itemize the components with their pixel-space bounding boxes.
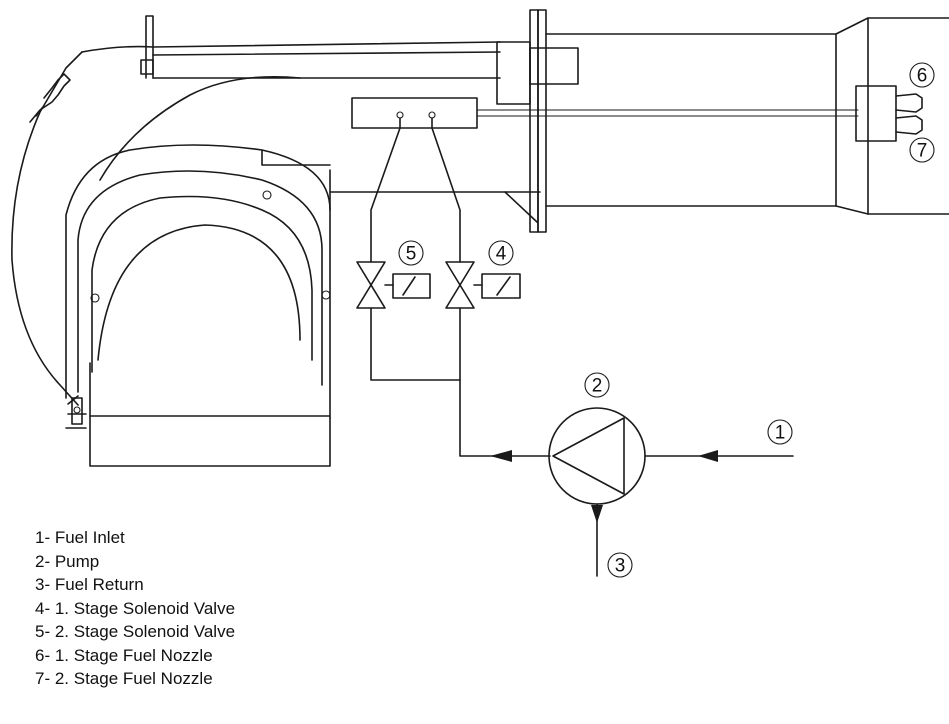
- callout-4-label: 4: [496, 244, 507, 265]
- valve-block: [351, 97, 478, 129]
- blast-tube: [476, 9, 949, 233]
- callout-2-label: 2: [592, 376, 603, 397]
- callout-5-label: 5: [406, 244, 417, 265]
- solenoid-valve-2: [356, 261, 431, 309]
- callout-3-label: 3: [615, 556, 626, 577]
- legend-item-stage2-solenoid-valve: 5- 2. Stage Solenoid Valve: [35, 622, 236, 641]
- callout-6-label: 6: [917, 66, 928, 87]
- legend-list: 1- Fuel Inlet 2- Pump 3- Fuel Return 4- …: [35, 526, 235, 691]
- callout-3: 3: [607, 552, 633, 578]
- callout-7: 7: [909, 137, 935, 163]
- callout-4: 4: [488, 240, 514, 266]
- legend-item-fuel-inlet: 1- Fuel Inlet: [35, 528, 125, 547]
- legend-item-stage1-solenoid-valve: 4- 1. Stage Solenoid Valve: [35, 598, 236, 618]
- callout-6: 6: [909, 62, 935, 88]
- callout-1-label: 1: [775, 423, 786, 444]
- legend-item-stage1-fuel-nozzle: 6- 1. Stage Fuel Nozzle: [35, 645, 213, 665]
- callout-7-label: 7: [917, 141, 928, 162]
- callout-5: 5: [398, 240, 424, 266]
- legend-item-pump: 2- Pump: [35, 551, 100, 571]
- flow-arrows: [490, 450, 718, 523]
- burner-housing: [11, 15, 541, 467]
- callout-1: 1: [767, 419, 793, 445]
- solenoid-valve-1: [445, 261, 521, 309]
- callout-2: 2: [584, 372, 610, 398]
- piping: [370, 117, 794, 577]
- pump-symbol: [548, 407, 646, 505]
- legend-item-stage2-fuel-nozzle: 7- 2. Stage Fuel Nozzle: [35, 669, 213, 688]
- legend-item-fuel-return: 3- Fuel Return: [35, 575, 144, 594]
